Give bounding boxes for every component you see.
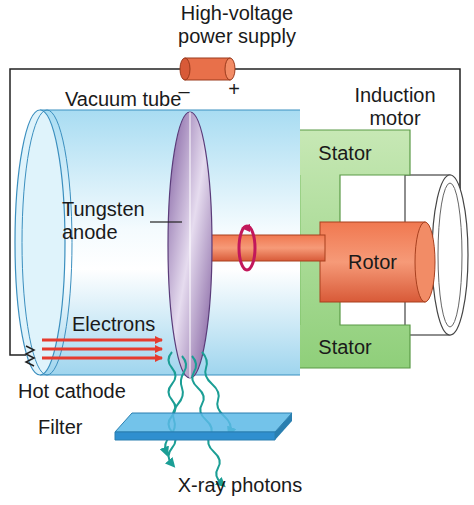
filter-side [275, 413, 292, 440]
disk-face [168, 112, 212, 378]
electron-beam [42, 340, 162, 358]
supply-label: High-voltage power supply [162, 2, 312, 48]
disk-shine [189, 112, 191, 378]
terminal-sign: + [226, 78, 242, 101]
rotor-label-box: Rotor [325, 232, 420, 292]
node-text: Stator [318, 336, 371, 359]
filter-front [115, 432, 275, 440]
electron-arrow [42, 339, 162, 342]
part-label: Filter [38, 416, 118, 439]
rotor-end [415, 222, 435, 302]
stator-label-box: Stator [280, 326, 410, 368]
filter-plate [115, 413, 292, 440]
electron-arrow [42, 348, 162, 351]
rotor-cylinder [320, 222, 435, 302]
supply-body [185, 58, 230, 80]
part-label: Vacuum tube [65, 88, 215, 111]
part-label: Electrons [72, 313, 182, 336]
node-text: Stator [318, 142, 371, 165]
supply-end [180, 58, 190, 80]
node-text: Rotor [348, 251, 397, 274]
anode-disk [168, 112, 212, 378]
filter-top [115, 413, 292, 432]
cathode-filament [26, 346, 34, 366]
part-label: Tungsten anode [62, 198, 162, 244]
part-label: X-ray photons [140, 474, 340, 497]
rotor-body [320, 222, 425, 302]
shaft-body [205, 235, 325, 261]
electron-arrow [42, 357, 162, 360]
part-label: Hot cathode [18, 380, 158, 403]
housing-rim [438, 183, 462, 327]
supply-end [225, 58, 235, 80]
housing-end [432, 175, 468, 335]
rotation-arrowhead [241, 224, 250, 232]
part-label: Induction motor [340, 84, 450, 130]
leader-line [150, 221, 182, 222]
shaft [205, 224, 325, 270]
stator-label-box: Stator [280, 132, 410, 174]
power-supply [180, 58, 235, 80]
rotation-arrow [239, 226, 255, 270]
